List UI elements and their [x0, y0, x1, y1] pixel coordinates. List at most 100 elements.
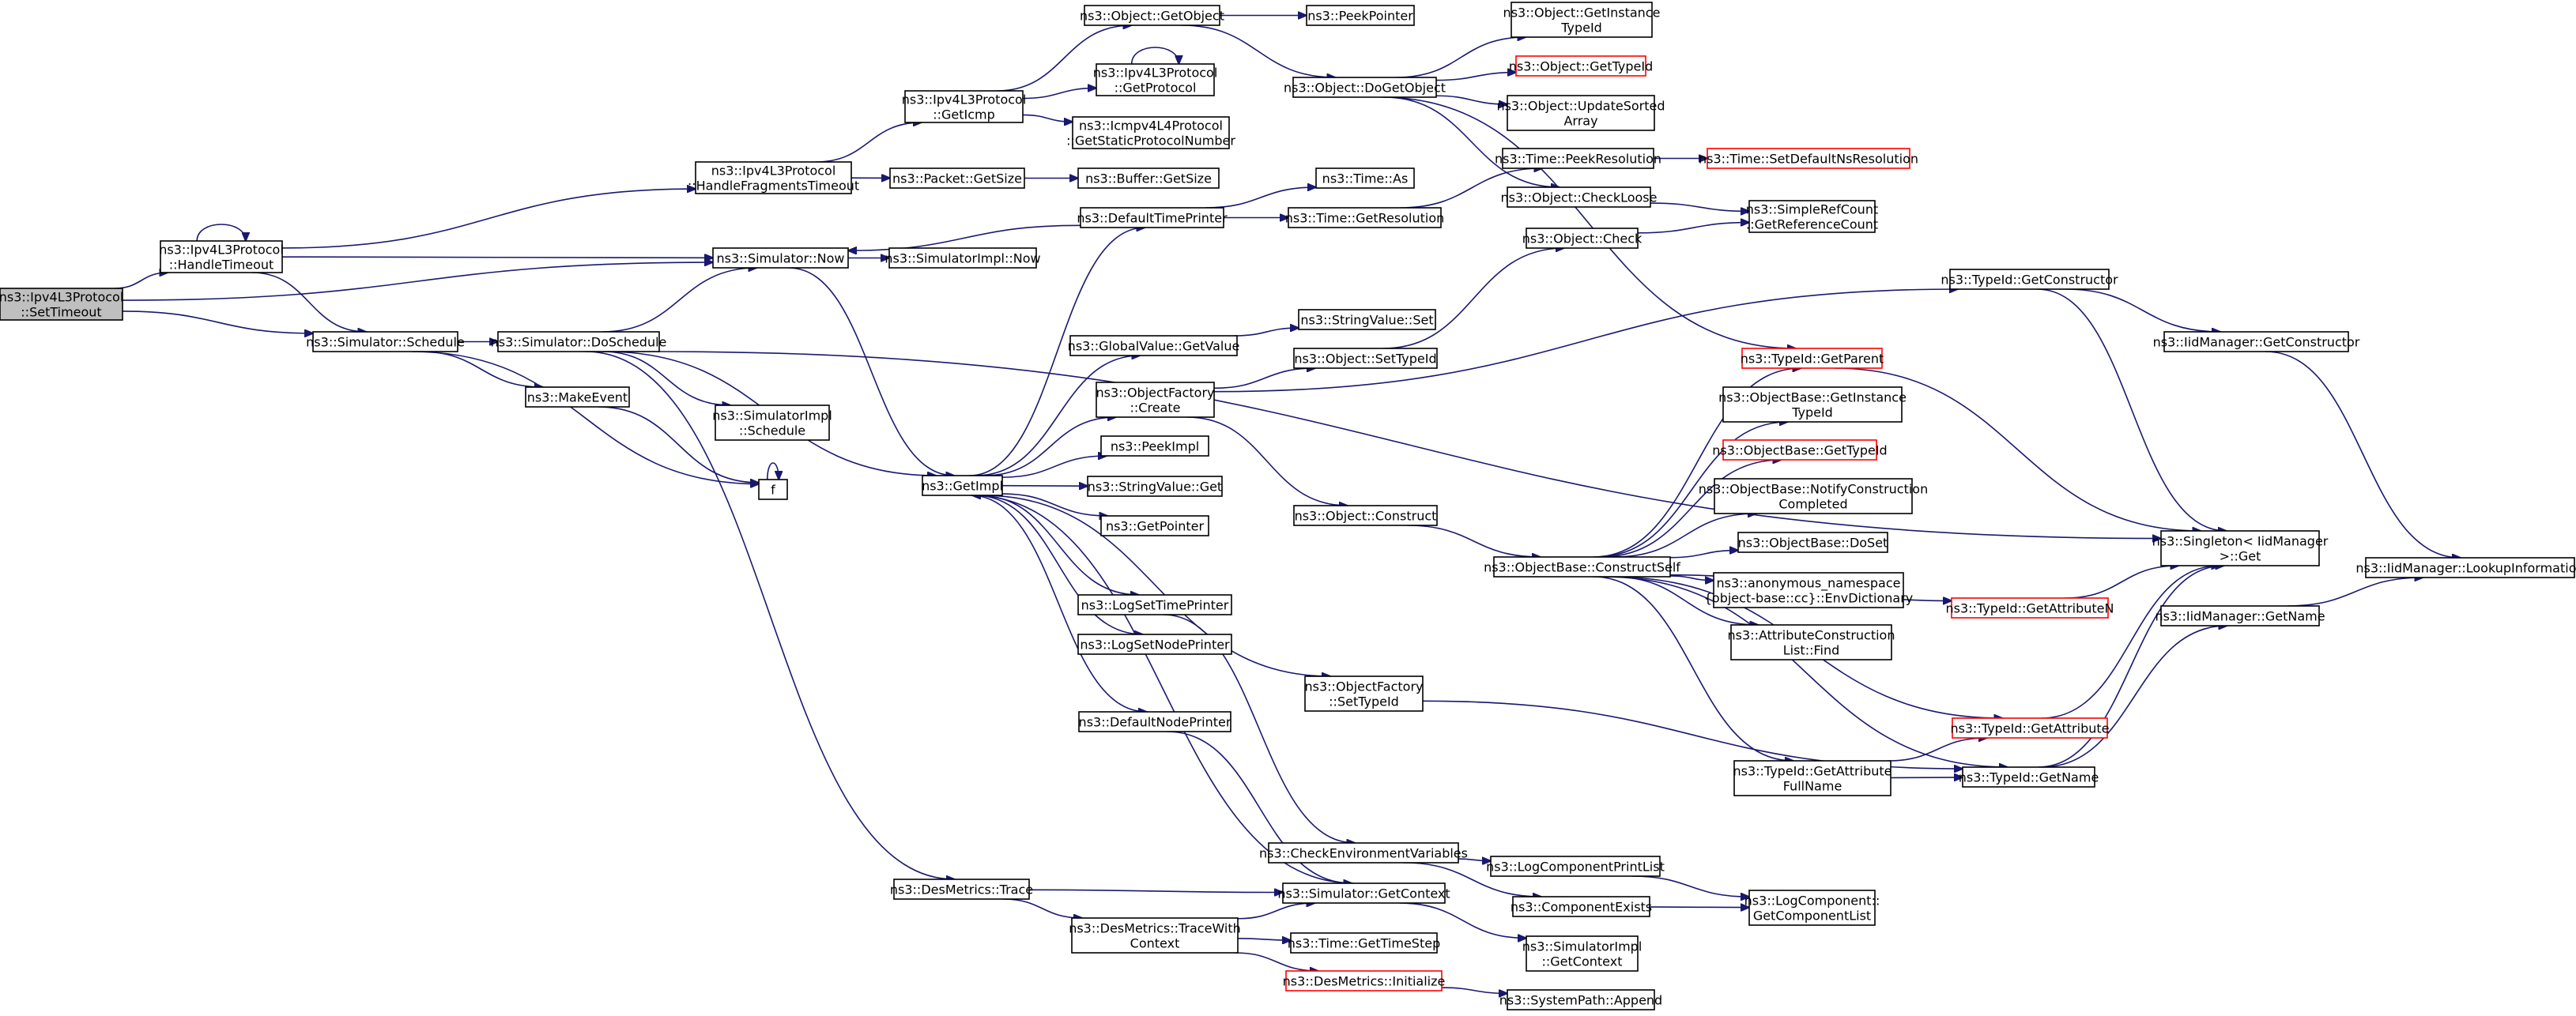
node-box[interactable] — [1713, 572, 1904, 608]
node-box[interactable] — [1741, 348, 1883, 369]
node-box[interactable] — [758, 479, 788, 500]
node-box[interactable] — [1507, 95, 1655, 131]
node-box[interactable] — [1748, 200, 1876, 233]
node-box[interactable] — [1962, 766, 2095, 788]
node-peekimpl[interactable]: ns3::PeekImpl — [1100, 435, 1209, 457]
node-getimpl[interactable]: ns3::GetImpl — [922, 475, 1003, 496]
node-box[interactable] — [695, 161, 852, 194]
node-checkloose[interactable]: ns3::Object::CheckLoose — [1501, 186, 1658, 208]
node-setdefaultns[interactable]: ns3::Time::SetDefaultNsResolution — [1699, 148, 1918, 169]
node-box[interactable] — [160, 240, 283, 273]
node-simgetcontext[interactable]: ns3::Simulator::GetContext — [1277, 882, 1450, 904]
node-box[interactable] — [1072, 116, 1230, 149]
node-box[interactable] — [1078, 711, 1231, 732]
node-box[interactable] — [888, 247, 1037, 269]
node-box[interactable] — [1293, 348, 1438, 369]
node-defaulttimeprinter[interactable]: ns3::DefaultTimePrinter — [1077, 207, 1228, 228]
node-getattributen[interactable]: ns3::TypeId::GetAttributeN — [1946, 597, 2114, 619]
node-typeidgetname[interactable]: ns3::TypeId::GetName — [1959, 766, 2099, 788]
node-geticmp[interactable]: ns3::Ipv4L3Protocol::GetIcmp — [902, 90, 1027, 123]
node-box[interactable] — [1502, 148, 1654, 169]
node-box[interactable] — [1507, 186, 1651, 208]
node-logsettimeprinter[interactable]: ns3::LogSetTimePrinter — [1077, 594, 1232, 615]
node-box[interactable] — [1268, 842, 1459, 864]
node-box[interactable] — [1087, 476, 1223, 497]
node-iidgetname[interactable]: ns3::IidManager::GetName — [2155, 605, 2325, 627]
node-checkenv[interactable]: ns3::CheckEnvironmentVariables — [1259, 842, 1468, 864]
node-box[interactable] — [497, 331, 660, 352]
node-box[interactable] — [1526, 935, 1639, 972]
node-gvgetvalue[interactable]: ns3::GlobalValue::GetValue — [1068, 335, 1240, 356]
node-box[interactable] — [1069, 335, 1238, 356]
node-timeas[interactable]: ns3::Time::As — [1315, 167, 1415, 189]
node-box[interactable] — [1512, 896, 1650, 917]
node-makeevent[interactable]: ns3::MakeEvent — [525, 386, 630, 408]
node-box[interactable] — [922, 475, 1003, 496]
node-box[interactable] — [1714, 478, 1913, 514]
node-box[interactable] — [312, 331, 458, 352]
node-notifyconstruction[interactable]: ns3::ObjectBase::NotifyConstructionCompl… — [1699, 478, 1928, 514]
node-doschedule[interactable]: ns3::Simulator::DoSchedule — [491, 331, 667, 352]
node-box[interactable] — [1084, 5, 1220, 26]
node-simschedule[interactable]: ns3::Simulator::Schedule — [306, 331, 465, 352]
node-logcompprintlist[interactable]: ns3::LogComponentPrintList — [1486, 856, 1665, 877]
node-dogetobject[interactable]: ns3::Object::DoGetObject — [1284, 77, 1446, 98]
node-logsetnodeprinter[interactable]: ns3::LogSetNodePrinter — [1077, 634, 1232, 655]
node-getrefcount[interactable]: ns3::SimpleRefCount::GetReferenceCount — [1746, 200, 1878, 233]
node-box[interactable] — [1707, 148, 1910, 169]
node-componentexists[interactable]: ns3::ComponentExists — [1511, 896, 1652, 917]
node-box[interactable] — [1100, 435, 1209, 457]
node-box[interactable] — [1722, 386, 1903, 423]
node-peekpointer[interactable]: ns3::PeekPointer — [1306, 5, 1415, 26]
node-box[interactable] — [1306, 5, 1415, 26]
node-peekresolution[interactable]: ns3::Time::PeekResolution — [1495, 148, 1661, 169]
node-box[interactable] — [893, 879, 1030, 900]
node-icmpstatic[interactable]: ns3::Icmpv4L4Protocol::GetStaticProtocol… — [1066, 116, 1235, 149]
node-simimplgetcontext[interactable]: ns3::SimulatorImpl::GetContext — [1522, 935, 1643, 972]
node-box[interactable] — [525, 386, 630, 408]
node-simimplschedule[interactable]: ns3::SimulatorImpl::Schedule — [712, 405, 832, 441]
node-box[interactable] — [1949, 269, 2110, 290]
node-objfactorycreate[interactable]: ns3::ObjectFactory::Create — [1096, 382, 1215, 418]
node-objgettypeid[interactable]: ns3::Object::GetTypeId — [1509, 55, 1653, 77]
node-getpointer[interactable]: ns3::GetPointer — [1100, 515, 1209, 536]
node-objfactorysettypeid[interactable]: ns3::ObjectFactory::SetTypeId — [1304, 675, 1424, 712]
node-box[interactable] — [1077, 167, 1220, 189]
node-getresolution[interactable]: ns3::Time::GetResolution — [1285, 207, 1445, 228]
node-typeidgetconstructor[interactable]: ns3::TypeId::GetConstructor — [1940, 269, 2118, 290]
node-desinit[interactable]: ns3::DesMetrics::Initialize — [1283, 970, 1446, 992]
node-box[interactable] — [1077, 594, 1232, 615]
node-packetgetsize[interactable]: ns3::Packet::GetSize — [889, 167, 1025, 189]
node-box[interactable] — [715, 405, 830, 441]
node-objsettypeid[interactable]: ns3::Object::SetTypeId — [1293, 348, 1438, 369]
node-box[interactable] — [1096, 63, 1215, 96]
node-typeidgetparent[interactable]: ns3::TypeId::GetParent — [1741, 348, 1884, 369]
node-box[interactable] — [1292, 77, 1437, 98]
node-box[interactable] — [2160, 605, 2320, 627]
node-iidgetconstructor[interactable]: ns3::IidManager::GetConstructor — [2153, 331, 2360, 352]
node-box[interactable] — [889, 167, 1025, 189]
node-getattribute[interactable]: ns3::TypeId::GetAttribute — [1950, 717, 2110, 739]
node-envdictionary[interactable]: ns3::anonymous_namespace{object-base::cc… — [1704, 572, 1914, 608]
node-box[interactable] — [1737, 532, 1888, 553]
node-box[interactable] — [1526, 228, 1639, 249]
node-getcomplist[interactable]: ns3::LogComponent::GetComponentList — [1744, 890, 1880, 926]
node-stringvalueset[interactable]: ns3::StringValue::Set — [1298, 309, 1436, 330]
node-lookupinfo[interactable]: ns3::IidManager::LookupInformation — [2355, 557, 2576, 578]
node-box[interactable] — [1730, 624, 1892, 660]
node-desmetricstrace[interactable]: ns3::DesMetrics::Trace — [890, 879, 1033, 900]
node-obdoset[interactable]: ns3::ObjectBase::DoSet — [1737, 532, 1888, 553]
node-box[interactable] — [1722, 439, 1877, 461]
node-box[interactable] — [1077, 634, 1232, 655]
node-singletonget[interactable]: ns3::Singleton< IidManager >::Get — [2152, 530, 2329, 566]
node-box[interactable] — [2365, 557, 2575, 578]
node-box[interactable] — [1951, 597, 2109, 619]
node-box[interactable] — [1511, 2, 1653, 38]
node-simnow[interactable]: ns3::Simulator::Now — [712, 247, 849, 269]
node-box[interactable] — [1100, 515, 1209, 536]
node-box[interactable] — [0, 288, 123, 321]
node-box[interactable] — [1096, 382, 1215, 418]
node-f[interactable]: f — [758, 479, 788, 500]
